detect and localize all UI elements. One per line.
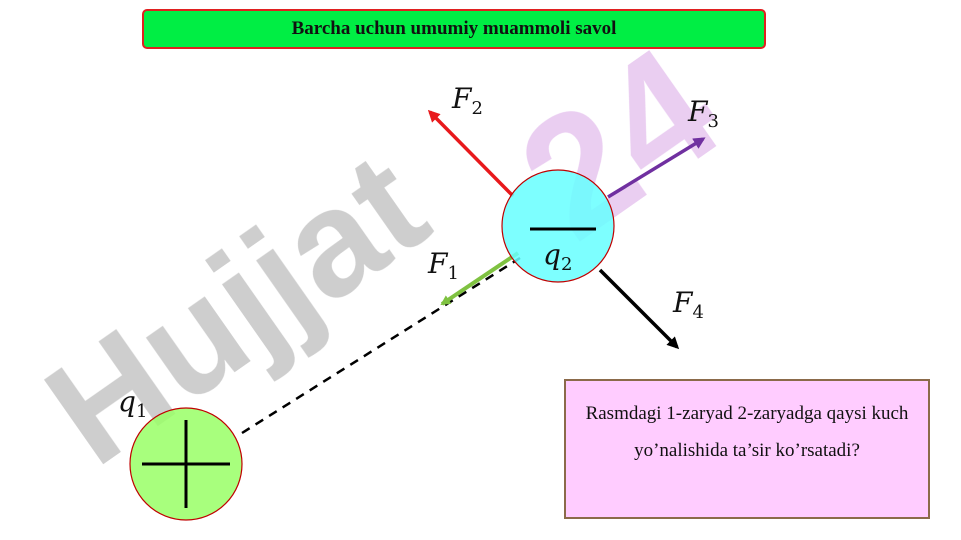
page-title: Barcha uchun umumiy muammoli savol [291,18,617,39]
connection-dashed-line [241,256,521,435]
force-arrow-f1 [440,251,520,306]
label-f2: F2 [451,82,483,119]
charge-q2-circle [501,169,615,283]
force-arrow-f4 [598,268,680,350]
question-text: Rasmdagi 1-zaryad 2-zaryadga qaysi kuch … [585,403,909,461]
label-q2: q2 [543,238,572,275]
force-arrow-f3 [607,137,706,199]
label-f3: F3 [687,95,719,132]
title-banner: Barcha uchun umumiy muammoli savol [142,9,766,49]
question-box: Rasmdagi 1-zaryad 2-zaryadga qaysi kuch … [564,379,930,519]
charge-q1 [129,407,243,521]
charge-q2 [501,169,615,283]
label-q1: q1 [118,385,147,422]
label-f1: F1 [427,247,459,284]
label-f4: F4 [672,286,704,323]
force-arrow-f2 [427,109,515,198]
